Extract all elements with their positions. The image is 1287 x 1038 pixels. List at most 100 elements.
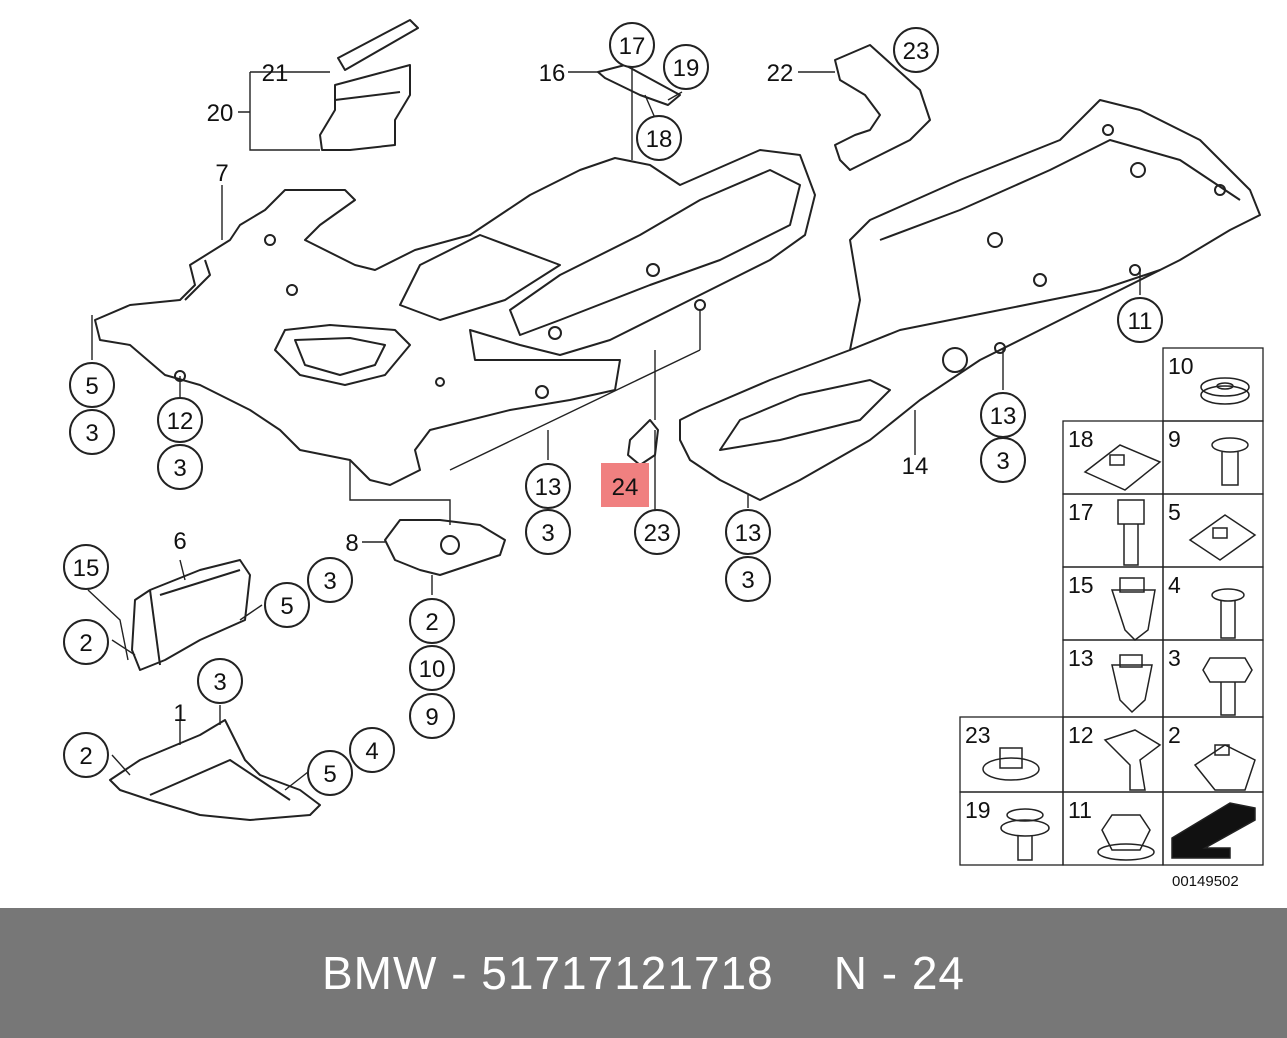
callout-circle — [1117, 297, 1163, 343]
underbody-panel-right — [679, 99, 1261, 501]
callout-5: 5 — [264, 582, 310, 628]
callout-circle — [409, 693, 455, 739]
callout-2: 2 — [63, 619, 109, 665]
callout-circle — [63, 619, 109, 665]
cover-8 — [384, 519, 506, 576]
callout-19: 19 — [663, 44, 709, 90]
highlight-24 — [601, 463, 649, 507]
callout-24: 24 — [612, 474, 639, 501]
callout-13: 13 — [725, 509, 771, 555]
callout-circle — [980, 437, 1026, 483]
hardware-grid — [959, 347, 1264, 866]
callout-3: 3 — [307, 557, 353, 603]
callout-2: 2 — [409, 598, 455, 644]
callout-circle — [725, 556, 771, 602]
callout-label: 2 — [79, 743, 92, 770]
callout-10: 10 — [409, 645, 455, 691]
grid-label: 10 — [1168, 353, 1194, 379]
callout-3: 3 — [197, 658, 243, 704]
hardware-icon — [1083, 444, 1162, 491]
callout-22: 22 — [767, 60, 794, 87]
bracket-24 — [627, 419, 659, 466]
callout-label: 3 — [741, 567, 754, 594]
callout-23: 23 — [893, 27, 939, 73]
grid-cell-arrow — [1162, 791, 1264, 866]
grid-label: 9 — [1168, 426, 1181, 452]
callout-label: 2 — [79, 630, 92, 657]
callout-circle — [609, 22, 655, 68]
callout-circle — [349, 727, 395, 773]
callout-2: 2 — [63, 732, 109, 778]
grid-label: 11 — [1068, 797, 1092, 823]
callout-label: 9 — [425, 704, 438, 731]
callout-14: 14 — [902, 453, 929, 480]
callout-12: 12 — [157, 397, 203, 443]
callout-13: 13 — [980, 392, 1026, 438]
callout-circle — [63, 544, 109, 590]
callout-circle — [636, 115, 682, 161]
grid-label: 13 — [1068, 645, 1094, 671]
callout-5: 5 — [307, 750, 353, 796]
callout-label: 22 — [767, 60, 794, 87]
callout-13: 13 — [525, 463, 571, 509]
callout-23: 23 — [634, 509, 680, 555]
callout-circle — [525, 463, 571, 509]
callout-circle — [409, 598, 455, 644]
callout-6: 6 — [173, 528, 186, 555]
callout-label: 20 — [207, 100, 234, 127]
callout-circle — [197, 658, 243, 704]
callout-3: 3 — [69, 409, 115, 455]
callout-label: 3 — [85, 420, 98, 447]
callout-label: 17 — [619, 33, 646, 60]
callout-label: 19 — [673, 55, 700, 82]
callout-8: 8 — [345, 530, 358, 557]
callout-label: 5 — [280, 593, 293, 620]
hardware-icon — [1111, 654, 1153, 714]
callout-circle — [307, 750, 353, 796]
callout-21: 21 — [262, 60, 289, 87]
shield-1 — [109, 719, 321, 821]
callout-16: 16 — [539, 60, 566, 87]
callout-3: 3 — [980, 437, 1026, 483]
hardware-icon — [1193, 744, 1256, 791]
callout-5: 5 — [69, 362, 115, 408]
grid-label: 5 — [1168, 499, 1181, 525]
callout-label: 2 — [425, 609, 438, 636]
callout-11: 11 — [1117, 297, 1163, 343]
callout-circle — [725, 509, 771, 555]
hardware-icon — [1110, 577, 1156, 641]
bracket-22 — [834, 44, 931, 171]
duct-6 — [131, 559, 251, 671]
callout-label: 23 — [903, 38, 930, 65]
underbody-panel-main — [94, 149, 816, 486]
callout-label: 18 — [646, 126, 673, 153]
hardware-icon — [1202, 657, 1253, 716]
callout-label: 13 — [990, 403, 1017, 430]
callout-label: 16 — [539, 60, 566, 87]
callout-label: 3 — [213, 669, 226, 696]
hardware-icon — [1188, 514, 1257, 561]
grid-label: 3 — [1168, 645, 1181, 671]
callout-circle — [409, 645, 455, 691]
callout-label: 24 — [612, 474, 639, 501]
grid-label: 15 — [1068, 572, 1094, 598]
footer-part-number: BMW - 51717121718 — [322, 947, 774, 999]
grid-label: 12 — [1068, 722, 1094, 748]
callout-circle — [634, 509, 680, 555]
grid-label: 4 — [1168, 572, 1181, 598]
callout-circle — [157, 397, 203, 443]
callout-label: 8 — [345, 530, 358, 557]
bracket-20 — [319, 64, 411, 151]
callout-1: 1 — [173, 700, 186, 727]
callout-label: 7 — [215, 160, 228, 187]
callout-17: 17 — [609, 22, 655, 68]
callout-20: 20 — [207, 100, 234, 127]
hardware-icon — [982, 747, 1040, 781]
callout-circle — [157, 444, 203, 490]
callout-label: 10 — [419, 656, 446, 683]
callout-circle — [264, 582, 310, 628]
callout-3: 3 — [725, 556, 771, 602]
